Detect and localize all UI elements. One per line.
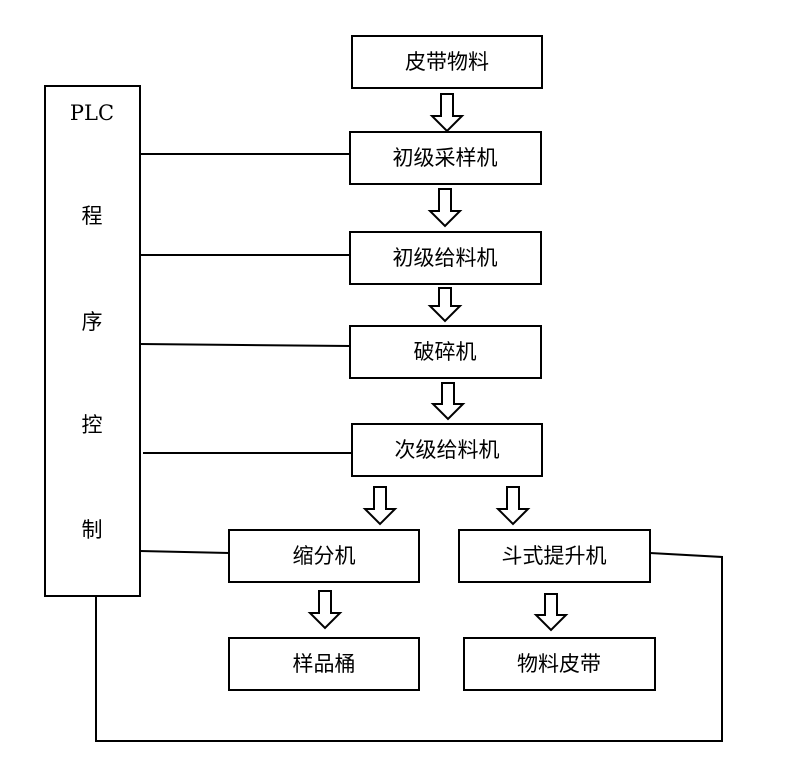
node-bucket-elevator-label: 斗式提升机 [502,544,607,568]
wire-plc-crusher [139,343,351,347]
plc-char-3: 控 [82,413,103,437]
node-primary-feeder-label: 初级给料机 [393,246,498,270]
plc-title: PLC [70,101,114,125]
node-divider-label: 缩分机 [293,544,356,568]
node-belt-material-label: 皮带物料 [405,50,489,74]
flow-arrow-icon [427,287,463,323]
node-secondary-feeder: 次级给料机 [351,423,543,477]
node-bucket-elevator: 斗式提升机 [458,529,651,583]
node-primary-sampler: 初级采样机 [349,131,542,185]
node-crusher-label: 破碎机 [414,340,477,364]
flow-arrow-icon [533,593,569,632]
plc-char-2: 序 [82,310,103,334]
node-sample-bucket: 样品桶 [228,637,420,691]
flow-arrow-icon [430,382,466,421]
flow-arrow-icon [427,188,463,228]
wire-elevator-return-loop [95,552,723,742]
node-return-belt: 物料皮带 [463,637,656,691]
node-sample-bucket-label: 样品桶 [293,652,356,676]
flow-arrow-icon [429,93,465,133]
plc-char-1: 程 [82,204,103,228]
flow-arrow-icon [495,486,531,526]
plc-control-box: PLC 程 序 控 制 [44,85,141,597]
flow-arrow-icon [307,590,343,630]
node-divider: 缩分机 [228,529,420,583]
node-primary-sampler-label: 初级采样机 [393,146,498,170]
node-belt-material: 皮带物料 [351,35,543,89]
wire-plc-divider [139,550,230,554]
plc-char-4: 制 [82,518,103,542]
node-primary-feeder: 初级给料机 [349,231,542,285]
flow-arrow-icon [362,486,398,526]
node-secondary-feeder-label: 次级给料机 [395,438,500,462]
node-crusher: 破碎机 [349,325,542,379]
node-return-belt-label: 物料皮带 [517,652,601,676]
